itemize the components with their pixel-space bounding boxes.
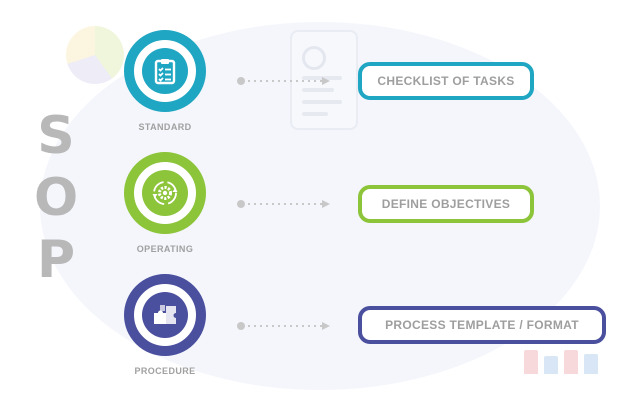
letter-p: P bbox=[36, 230, 76, 290]
connector-arrow-2 bbox=[237, 200, 330, 208]
puzzle-icon bbox=[154, 305, 176, 324]
standard-caption: STANDARD bbox=[138, 122, 192, 132]
letter-o: O bbox=[34, 168, 79, 228]
procedure-caption: PROCEDURE bbox=[134, 366, 196, 376]
operating-circle bbox=[124, 152, 206, 234]
clipboard-checklist-icon bbox=[154, 59, 176, 85]
gear-cycle-icon bbox=[152, 181, 178, 205]
procedure-circle bbox=[124, 274, 206, 356]
operating-caption: OPERATING bbox=[136, 244, 194, 254]
define-objectives-box: DEFINE OBJECTIVES bbox=[358, 185, 534, 223]
checklist-of-tasks-box: CHECKLIST OF TASKS bbox=[358, 62, 534, 100]
connector-arrow-1 bbox=[237, 77, 330, 85]
process-template-format-box: PROCESS TEMPLATE / FORMAT bbox=[358, 306, 606, 344]
background-bars-icon bbox=[520, 346, 606, 374]
letter-s: S bbox=[37, 106, 75, 166]
connector-arrow-3 bbox=[237, 322, 330, 330]
background-pie-icon bbox=[66, 26, 124, 84]
standard-circle bbox=[124, 30, 206, 112]
